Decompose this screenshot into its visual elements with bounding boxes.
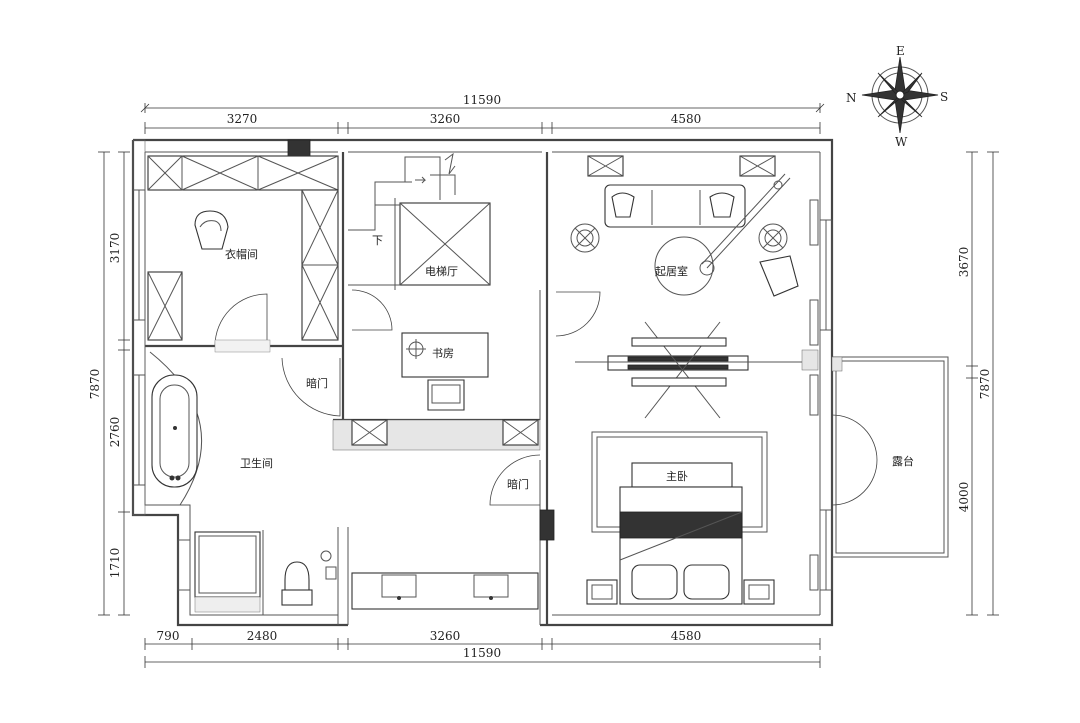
living-door[interactable] xyxy=(555,291,601,337)
study-room: 书房 xyxy=(351,290,541,446)
lamp-left-icon xyxy=(570,223,600,253)
windows xyxy=(132,189,833,591)
right-dimensions: 3670 4000 7870 xyxy=(957,151,999,616)
bathtub-icon xyxy=(151,374,198,488)
dim-bottom-b: 2480 xyxy=(247,629,278,643)
dim-bottom-c: 3260 xyxy=(430,629,461,643)
pillow-right-icon xyxy=(683,564,730,600)
compass-south: S xyxy=(940,90,948,104)
dim-top-total: 11590 xyxy=(463,93,501,107)
terrace-door[interactable] xyxy=(831,414,878,506)
toilet-icon xyxy=(284,561,310,591)
label-master-bedroom: 主卧 xyxy=(666,470,688,483)
hidden-door-2[interactable] xyxy=(489,454,541,506)
label-hidden-door-1: 暗门 xyxy=(306,376,328,390)
pillow-left-icon xyxy=(631,564,678,600)
label-closet: 衣帽间 xyxy=(225,247,258,261)
vanity-area: 暗门 xyxy=(351,454,541,610)
dim-top-c: 4580 xyxy=(671,112,702,126)
compass-north: N xyxy=(846,91,857,105)
label-down: 下 xyxy=(372,234,383,247)
dim-bottom-total: 11590 xyxy=(463,646,501,660)
closet-room: 衣帽间 xyxy=(147,155,339,353)
shower-icon xyxy=(194,531,261,598)
dim-left-c: 1710 xyxy=(108,548,122,579)
dim-bottom-a: 790 xyxy=(157,629,180,643)
label-hidden-door-2: 暗门 xyxy=(507,477,529,491)
bed-headboard xyxy=(631,462,733,488)
hidden-door-1[interactable] xyxy=(281,357,341,417)
dim-right-b: 4000 xyxy=(957,482,971,513)
closet-door[interactable] xyxy=(214,293,268,347)
closet-chair-icon xyxy=(194,210,229,250)
dim-right-total: 7870 xyxy=(978,369,992,400)
armchair-icon xyxy=(759,255,799,297)
terrace: 露台 xyxy=(831,356,949,558)
label-living: 起居室 xyxy=(655,264,688,278)
elevator-door[interactable] xyxy=(351,289,393,331)
master-bedroom: 主卧 xyxy=(586,431,775,605)
dim-bottom-d: 4580 xyxy=(671,629,702,643)
lamp-right-icon xyxy=(758,223,788,253)
vanity-counter xyxy=(351,572,539,610)
coffee-table xyxy=(654,236,714,296)
compass-east: E xyxy=(896,44,905,58)
label-bathroom: 卫生间 xyxy=(240,456,273,470)
dim-top-b: 3260 xyxy=(430,112,461,126)
dim-left-a: 3170 xyxy=(108,233,122,264)
bottom-dimensions: 790 2480 3260 4580 11590 xyxy=(144,629,821,668)
top-dimensions: 11590 3270 3260 4580 xyxy=(140,93,825,134)
label-terrace: 露台 xyxy=(892,454,914,468)
bathroom-room: 卫生间 暗门 xyxy=(149,351,341,615)
dim-left-total: 7870 xyxy=(88,369,102,400)
dim-right-a: 3670 xyxy=(957,247,971,278)
left-dimensions: 7870 3170 2760 1710 xyxy=(88,151,130,616)
sofa-icon xyxy=(604,184,746,228)
label-study: 书房 xyxy=(432,347,454,360)
elevator-hall: 下 电梯厅 xyxy=(348,152,491,331)
dim-top-a: 3270 xyxy=(227,112,258,126)
compass-west: W xyxy=(895,135,908,149)
label-elevator-hall: 电梯厅 xyxy=(425,265,458,278)
living-room: 起居室 xyxy=(555,155,819,591)
dim-left-b: 2760 xyxy=(108,417,122,448)
compass-rose: N S E W xyxy=(846,44,948,149)
